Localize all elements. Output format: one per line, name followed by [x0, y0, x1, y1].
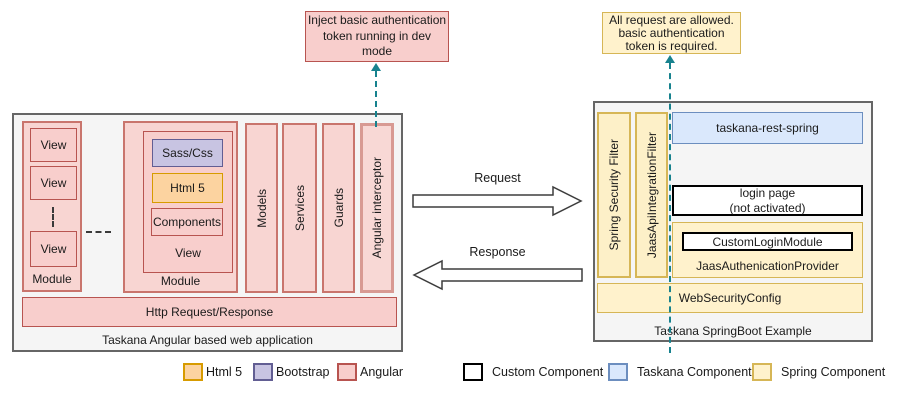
- components-box: Components: [151, 208, 223, 236]
- request-label: Request: [474, 171, 521, 185]
- legend-item-html5: Html 5: [183, 363, 242, 381]
- html5-swatch-icon: [183, 363, 203, 381]
- legend-item-angular: Angular: [337, 363, 403, 381]
- models-label: Models: [254, 188, 269, 228]
- legend-item-taskana-component: Taskana Component: [608, 363, 752, 381]
- vertical-ellipsis: [52, 207, 54, 227]
- legend-item-custom-component: Custom Component: [463, 363, 603, 381]
- legend-label-spring-component: Spring Component: [781, 365, 886, 379]
- sass-css-box: Sass/Css: [152, 139, 223, 167]
- legend-label-bootstrap: Bootstrap: [276, 365, 330, 379]
- view-box-3: View: [30, 231, 77, 267]
- spring-security-filter-column: Spring Security Filter: [597, 112, 631, 278]
- dev-mode-callout-line1: Inject basic authentication: [307, 13, 447, 28]
- guards-column: Guards: [322, 123, 355, 293]
- login-page-line2: (not activated): [729, 200, 806, 215]
- web-security-config-box: WebSecurityConfig: [597, 283, 863, 313]
- angular-interceptor-label: Angular interceptor: [370, 157, 384, 259]
- module-2-label: Module: [160, 274, 201, 288]
- angular-interceptor-column: Angular interceptor: [360, 123, 394, 293]
- legend-label-custom-component: Custom Component: [492, 365, 604, 379]
- custom-login-module-box: CustomLoginModule: [682, 232, 853, 251]
- angular-app-title: Taskana Angular based web application: [102, 333, 313, 347]
- spring-component-swatch-icon: [752, 363, 772, 381]
- module-2-view-label: View: [175, 246, 201, 260]
- request-arrow-icon: [412, 185, 583, 217]
- springboot-title: Taskana SpringBoot Example: [654, 324, 812, 338]
- view-box-1: View: [30, 128, 77, 162]
- login-page-box: login page (not activated): [672, 185, 863, 216]
- models-column: Models: [245, 123, 278, 293]
- taskana-rest-spring-box: taskana-rest-spring: [672, 112, 863, 144]
- view-box-2: View: [30, 166, 77, 200]
- bootstrap-swatch-icon: [253, 363, 273, 381]
- custom-component-swatch-icon: [463, 363, 483, 381]
- legend-label-taskana-component: Taskana Component: [637, 365, 752, 379]
- http-request-response-bar: Http Request/Response: [22, 297, 397, 327]
- dev-mode-callout-line3: mode: [361, 44, 393, 59]
- horizontal-ellipsis: [86, 231, 111, 233]
- all-requests-callout-line3: token is required.: [625, 38, 718, 53]
- guards-label: Guards: [331, 188, 346, 228]
- jaas-api-integration-filter-label: JaasApiIntegrationFilter: [644, 131, 659, 259]
- legend-label-angular: Angular: [360, 365, 404, 379]
- dev-mode-callout: Inject basic authentication token runnin…: [305, 11, 449, 62]
- services-column: Services: [282, 123, 317, 293]
- spring-security-filter-label: Spring Security Filter: [607, 139, 621, 251]
- all-requests-arrowhead-icon: [665, 55, 675, 63]
- all-requests-callout: All request are allowed. basic authentic…: [602, 12, 741, 54]
- all-requests-dashed-line: [669, 63, 671, 353]
- response-arrow-icon: [412, 259, 583, 291]
- html5-box: Html 5: [152, 173, 223, 203]
- dev-mode-dashed-line: [375, 71, 377, 127]
- jaas-api-integration-filter-column: JaasApiIntegrationFilter: [635, 112, 668, 278]
- login-page-line1: login page: [739, 186, 796, 201]
- services-label: Services: [292, 184, 307, 231]
- legend-item-bootstrap: Bootstrap: [253, 363, 330, 381]
- angular-swatch-icon: [337, 363, 357, 381]
- module-1-label: Module: [32, 272, 72, 286]
- legend-label-html5: Html 5: [206, 365, 243, 379]
- response-label: Response: [469, 245, 526, 259]
- legend-item-spring-component: Spring Component: [752, 363, 885, 381]
- dev-mode-arrowhead-icon: [371, 63, 381, 71]
- dev-mode-callout-line2: token running in dev: [322, 28, 432, 43]
- all-requests-callout-line2: basic authentication: [618, 25, 725, 40]
- taskana-component-swatch-icon: [608, 363, 628, 381]
- jaas-authenication-provider-label: JaasAuthenicationProvider: [696, 259, 839, 273]
- all-requests-callout-line1: All request are allowed.: [609, 12, 734, 27]
